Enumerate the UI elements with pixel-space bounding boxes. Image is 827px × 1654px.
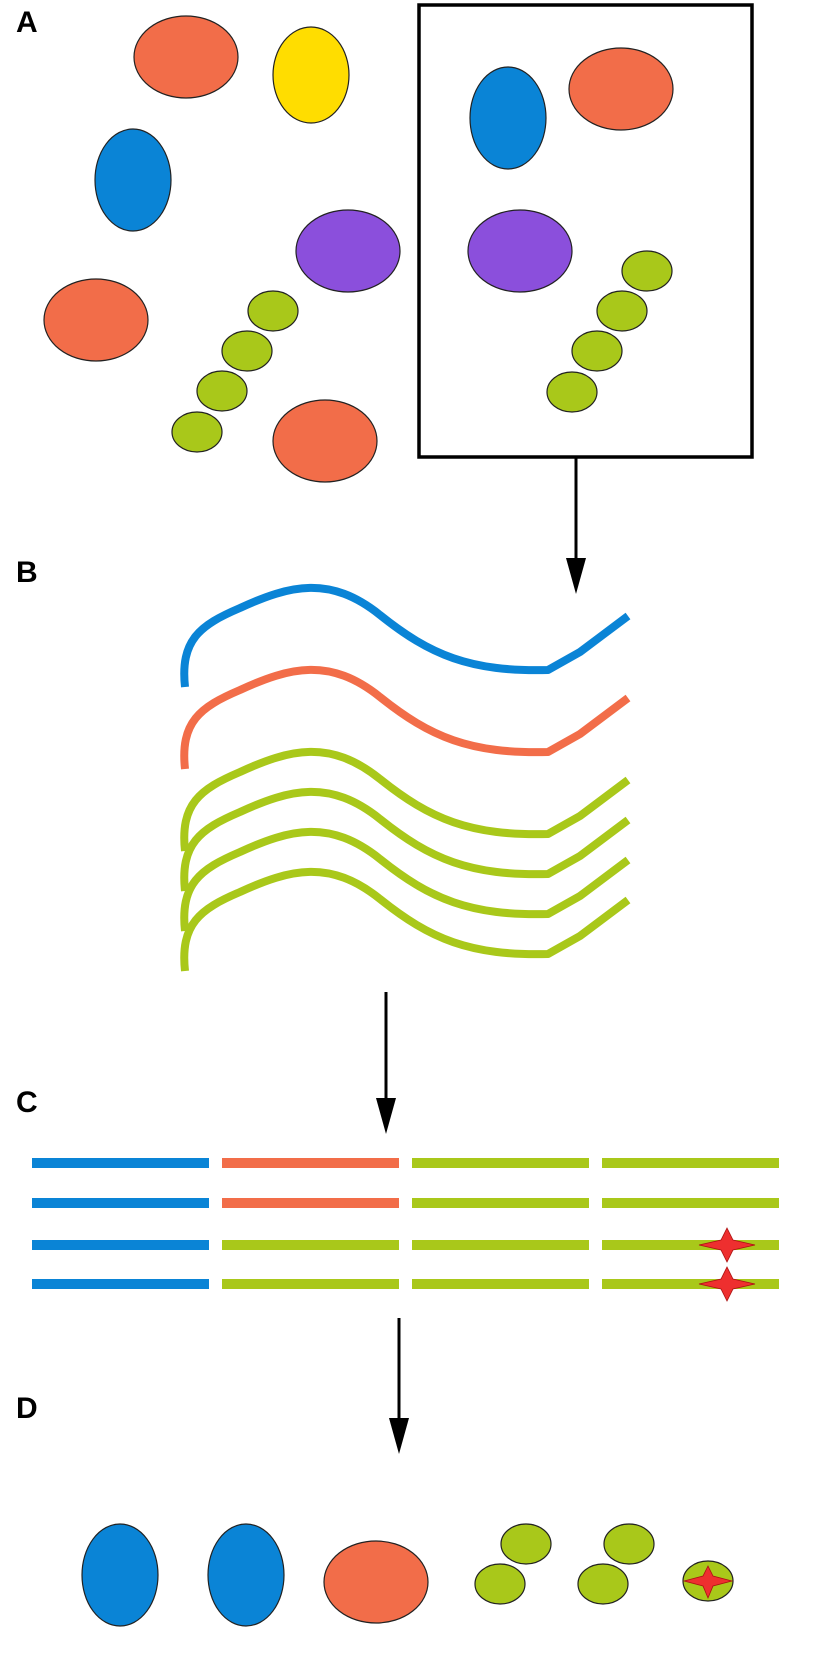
green-chain: [546, 250, 673, 413]
green-segment: [412, 1240, 589, 1250]
blue-segment: [32, 1198, 209, 1208]
green-segment: [412, 1158, 589, 1168]
panel-label-d: D: [16, 1392, 38, 1425]
panel-a: [43, 3, 754, 483]
green-ellipse: [500, 1523, 552, 1565]
strand-row: [32, 1158, 779, 1168]
green-segment: [602, 1158, 779, 1168]
strand-row: [32, 1266, 779, 1302]
green-segment: [602, 1240, 779, 1250]
orange-strand: [180, 665, 631, 770]
green-ellipse: [171, 411, 223, 453]
purple-ellipse: [295, 209, 401, 293]
green-strand: [180, 827, 631, 932]
green-segment: [222, 1279, 399, 1289]
green-segment: [602, 1198, 779, 1208]
panel-label-b: B: [16, 556, 38, 589]
yellow-ellipse: [272, 26, 350, 124]
strand-row: [32, 1227, 779, 1263]
green-ellipse: [571, 330, 623, 372]
green-ellipse: [621, 250, 673, 292]
orange-ellipse: [43, 278, 149, 362]
arrow-down-icon: [389, 1318, 409, 1454]
green-segment: [222, 1240, 399, 1250]
blue-ellipse: [207, 1523, 285, 1627]
orange-segment: [222, 1158, 399, 1168]
green-ellipse: [474, 1563, 526, 1605]
blue-segment: [32, 1158, 209, 1168]
orange-ellipse: [323, 1540, 429, 1624]
panel-label-c: C: [16, 1086, 38, 1119]
orange-ellipse: [568, 47, 674, 131]
blue-ellipse: [94, 128, 172, 232]
green-ellipse: [603, 1523, 655, 1565]
selection-box: [417, 3, 754, 459]
strand-row: [32, 1198, 779, 1208]
green-pair: [577, 1523, 655, 1605]
green-strand: [180, 787, 631, 892]
green-segment: [412, 1198, 589, 1208]
green-segment: [412, 1279, 589, 1289]
orange-ellipse: [133, 15, 239, 99]
arrow-down-icon: [566, 457, 586, 594]
green-ellipse: [577, 1563, 629, 1605]
blue-ellipse: [469, 66, 547, 170]
blue-segment: [32, 1240, 209, 1250]
green-ellipse: [196, 370, 248, 412]
panel-d: [81, 1523, 734, 1627]
four-point-star-icon: [698, 1266, 756, 1302]
green-with-star: [682, 1560, 734, 1602]
four-point-star-icon: [682, 1565, 734, 1600]
green-strand: [180, 747, 631, 852]
green-ellipse: [546, 371, 598, 413]
green-pair: [474, 1523, 552, 1605]
blue-segment: [32, 1279, 209, 1289]
green-strand: [180, 867, 631, 972]
purple-ellipse: [467, 209, 573, 293]
green-ellipse: [221, 330, 273, 372]
four-point-star-icon: [698, 1227, 756, 1263]
orange-segment: [222, 1198, 399, 1208]
orange-ellipse: [272, 399, 378, 483]
green-segment: [602, 1279, 779, 1289]
panel-c: [32, 1158, 779, 1302]
blue-ellipse: [81, 1523, 159, 1627]
green-ellipse: [247, 290, 299, 332]
panel-label-a: A: [16, 6, 38, 39]
green-ellipse: [596, 290, 648, 332]
blue-strand: [180, 583, 631, 688]
panel-b: [180, 583, 631, 972]
green-chain: [171, 290, 299, 453]
arrow-down-icon: [376, 992, 396, 1134]
